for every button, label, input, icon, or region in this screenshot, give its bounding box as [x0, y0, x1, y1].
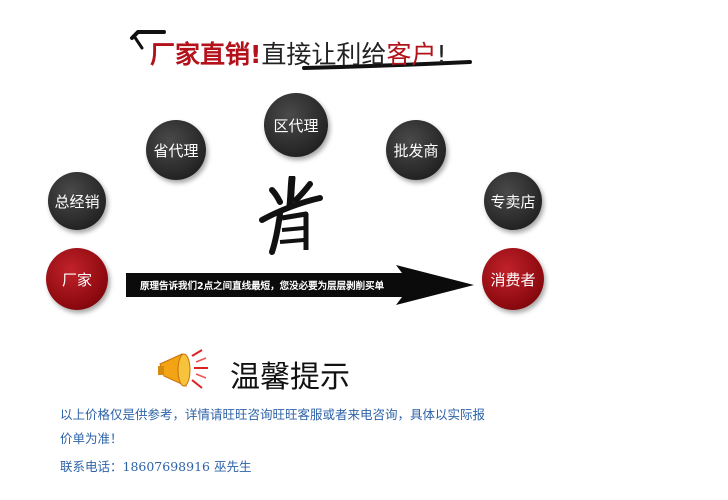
arrow-shape	[126, 265, 474, 305]
arrow-caption: 原理告诉我们2点之间直线最短，您没必要为层层剥削买单	[140, 281, 385, 292]
circle-shop: 专卖店	[484, 172, 542, 230]
headline: 厂家直销!直接让利给客户!	[124, 24, 484, 74]
circle-district-agent-label: 区代理	[273, 116, 319, 135]
headline-direct-discount: 直接让利给	[261, 40, 387, 69]
straight-arrow: 原理告诉我们2点之间直线最短，您没必要为层层剥削买单	[126, 263, 474, 307]
megaphone-icon	[158, 349, 208, 389]
circle-province-agent: 省代理	[146, 120, 206, 180]
circle-factory-label: 厂家	[61, 270, 92, 289]
headline-exclaim-1: !	[250, 40, 262, 69]
calligraphy-sheng	[259, 176, 323, 255]
tip-contact: 联系电话：18607698916 巫先生	[60, 459, 252, 474]
tip-title: 温馨提示	[230, 360, 350, 395]
headline-customer: 客户	[386, 40, 437, 69]
tip-line-2: 价单为准！	[60, 431, 123, 446]
circle-factory: 厂家	[46, 248, 108, 310]
circle-consumer-label: 消费者	[490, 270, 536, 289]
circle-wholesaler: 批发商	[386, 120, 446, 180]
headline-factory-direct: 厂家直销	[150, 40, 251, 69]
circle-province-agent-label: 省代理	[153, 141, 199, 160]
circle-consumer: 消费者	[482, 248, 544, 310]
headline-brackets	[130, 30, 472, 70]
headline-text: 厂家直销!直接让利给客户!	[150, 40, 446, 70]
circle-district-agent: 区代理	[264, 93, 328, 157]
circle-wholesaler-label: 批发商	[393, 141, 439, 160]
circle-general-agent: 总经销	[48, 172, 106, 230]
circle-general-agent-label: 总经销	[54, 192, 100, 211]
circle-shop-label: 专卖店	[490, 192, 536, 211]
tip-line-1: 以上价格仅是供参考，详情请旺旺咨询旺旺客服或者来电咨询，具体以实际报	[60, 407, 486, 422]
headline-exclaim-2: !	[436, 40, 447, 69]
